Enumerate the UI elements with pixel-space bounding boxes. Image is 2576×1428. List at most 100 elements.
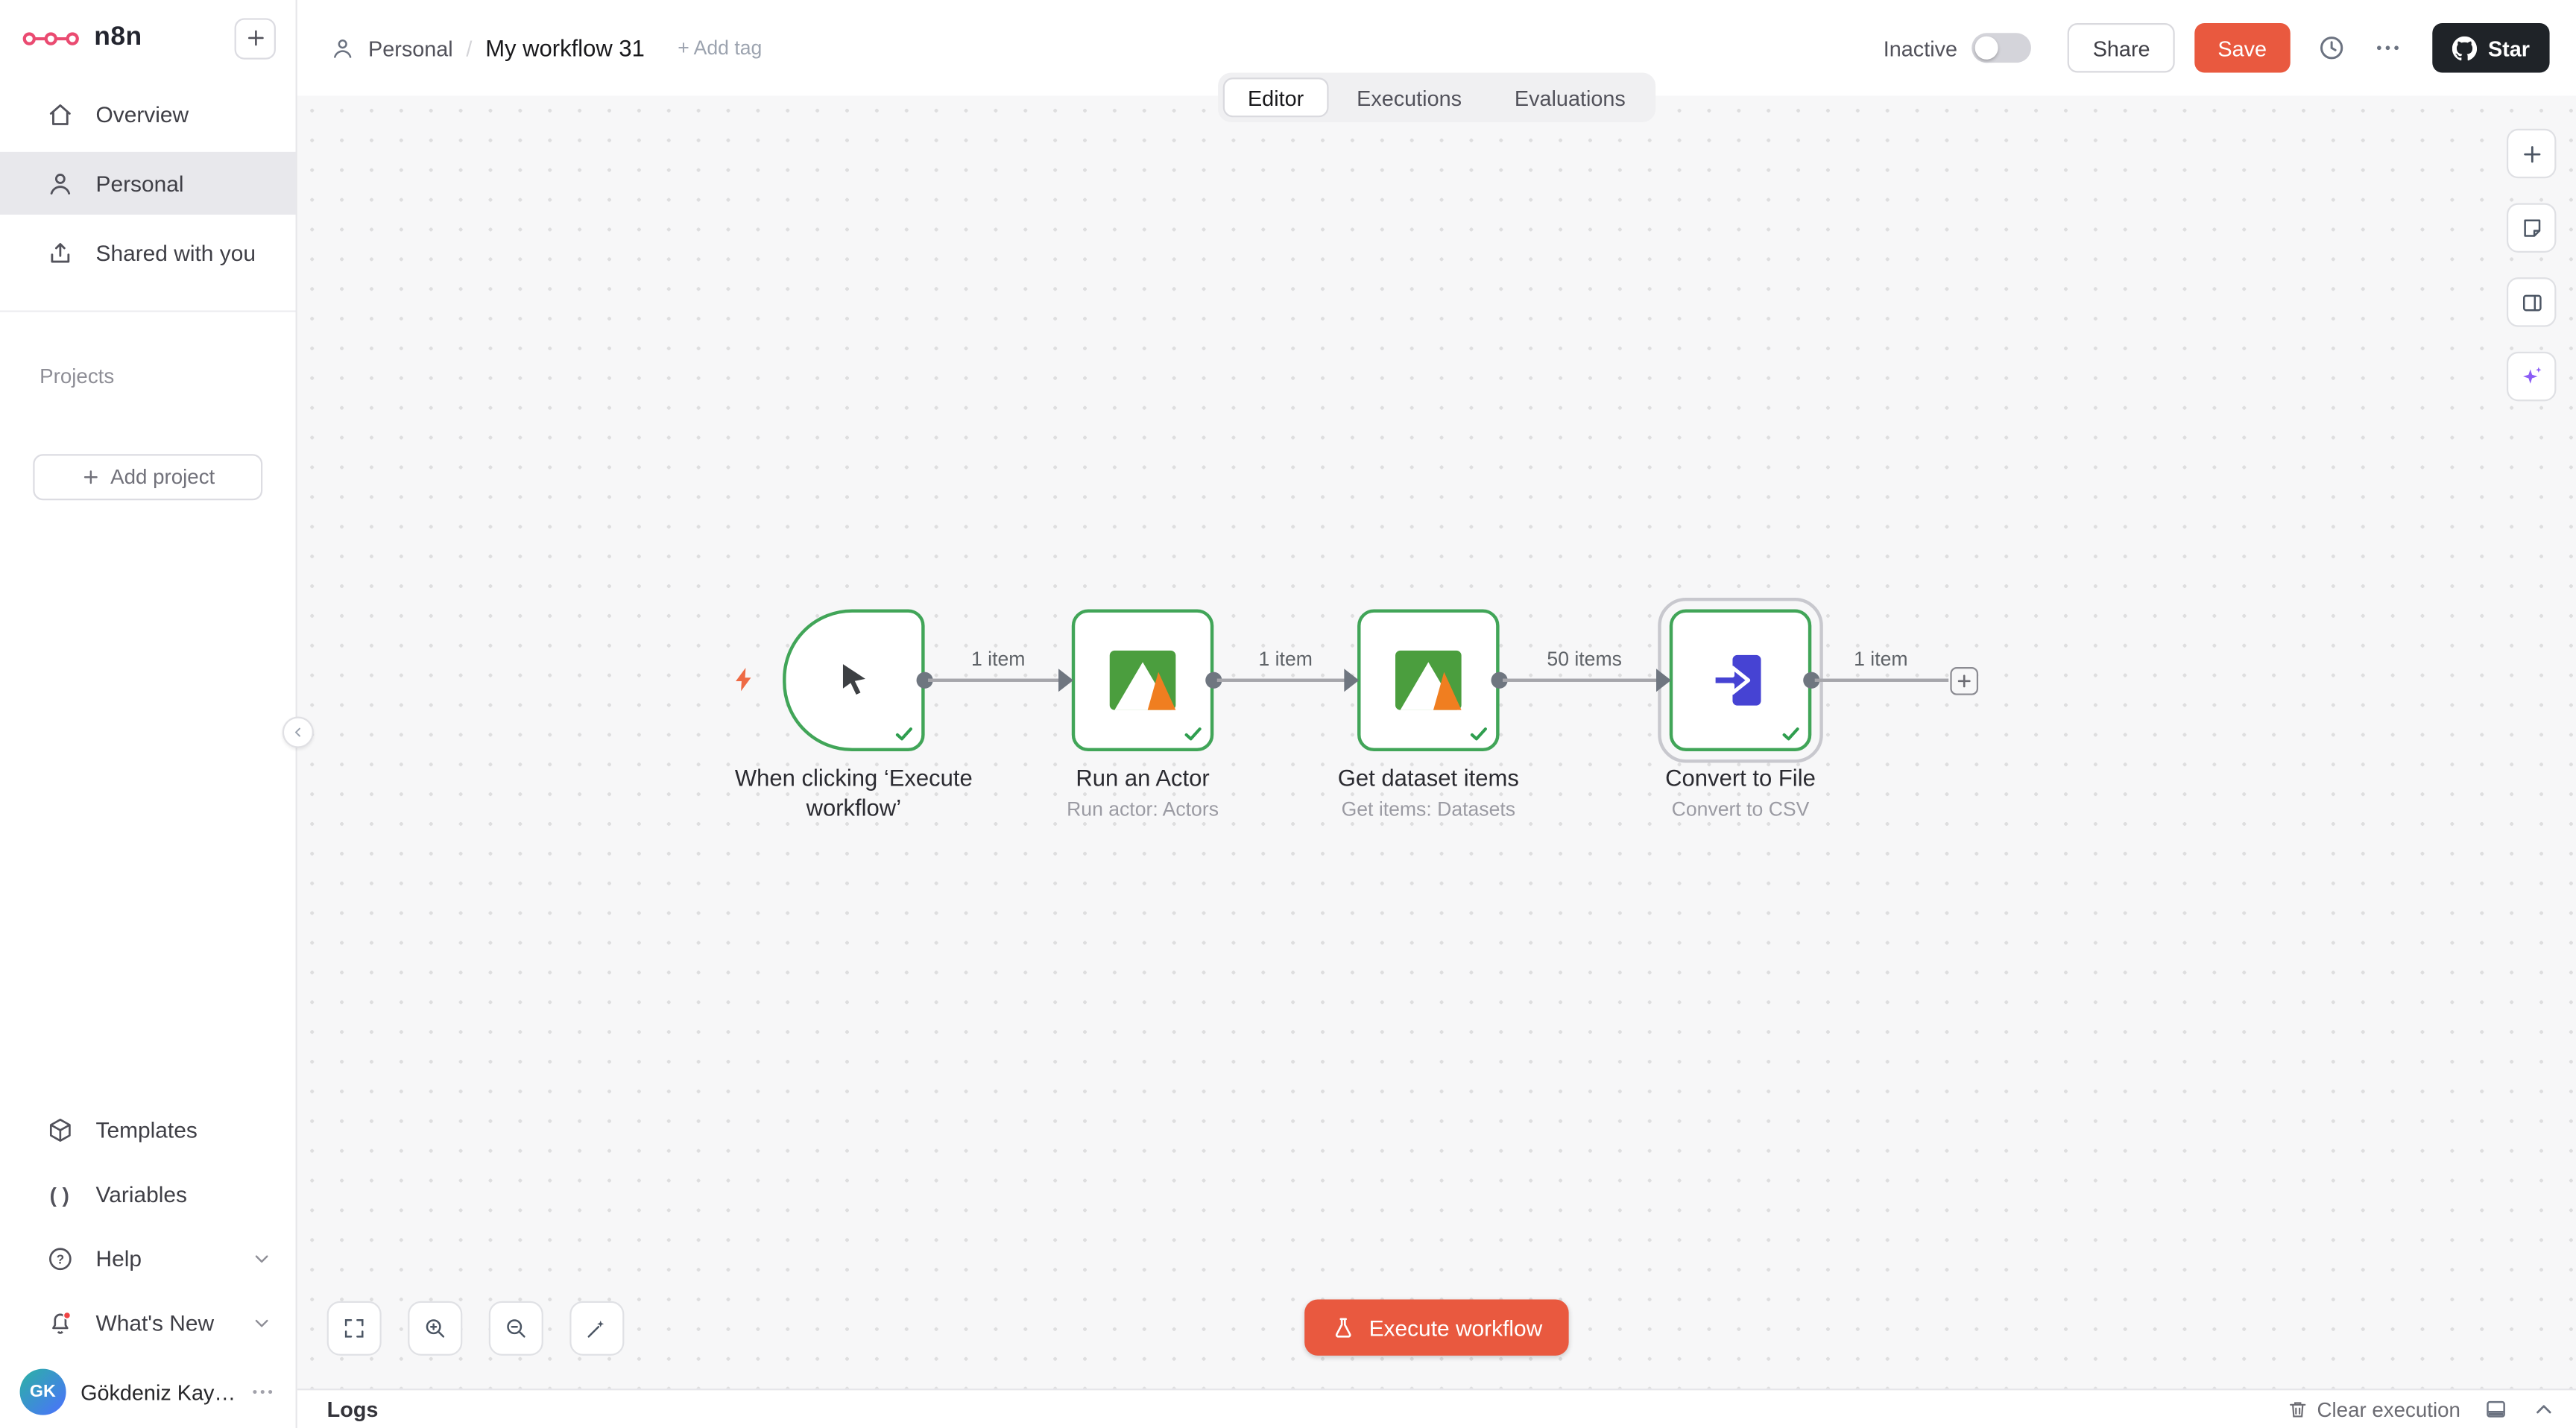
- items-count-label: 1 item: [971, 647, 1026, 671]
- node-title: Run an Actor: [1076, 764, 1210, 792]
- zoom-out-icon: [507, 1319, 525, 1338]
- trash-icon: [2290, 1402, 2306, 1418]
- github-icon: [2452, 35, 2477, 60]
- tab-evaluations[interactable]: Evaluations: [1514, 85, 1626, 110]
- github-star-button[interactable]: Star: [2431, 23, 2550, 73]
- sidebar-bottom-nav: Templates ( ) Variables ? Help What's Ne: [0, 1098, 296, 1428]
- ai-assistant-button[interactable]: [2506, 351, 2557, 402]
- tab-editor[interactable]: Editor: [1222, 78, 1329, 118]
- magic-wand-icon: [587, 1320, 604, 1338]
- node-caption: Run an Actor Run actor: Actors: [978, 763, 1308, 821]
- logs-actions: Clear execution: [2288, 1397, 2557, 1421]
- logs-bar[interactable]: Logs Clear execution: [297, 1388, 2576, 1428]
- zoom-to-fit-button[interactable]: [326, 1301, 382, 1356]
- person-icon: [45, 169, 75, 198]
- workflow-canvas[interactable]: When clicking ‘Execute workflow’ Run an …: [297, 95, 2576, 1389]
- sidebar-item-personal[interactable]: Personal: [0, 151, 296, 215]
- sidebar-divider: [0, 310, 296, 312]
- main-area: Personal / My workflow 31 + Add tag Inac…: [297, 0, 2576, 1428]
- user-menu[interactable]: GK Gökdeniz Kay…: [0, 1356, 296, 1428]
- add-node-button[interactable]: [1950, 667, 1979, 695]
- convert-to-file-icon: [1711, 654, 1761, 706]
- sidebar-item-overview[interactable]: Overview: [0, 83, 296, 145]
- workflow-title[interactable]: My workflow 31: [485, 34, 645, 61]
- sidebar-collapse-button[interactable]: [282, 716, 314, 748]
- apify-icon: [1109, 650, 1176, 710]
- plus-icon: [83, 470, 98, 484]
- svg-text:?: ?: [55, 1252, 63, 1267]
- tab-executions[interactable]: Executions: [1357, 85, 1462, 110]
- projects-section-label: Projects: [40, 364, 115, 388]
- breadcrumb-project[interactable]: Personal: [368, 35, 453, 60]
- notification-dot: [62, 1311, 71, 1320]
- output-dot[interactable]: [916, 672, 933, 689]
- panel-layout-button[interactable]: [2506, 277, 2557, 327]
- zoom-out-button[interactable]: [488, 1301, 543, 1356]
- arrowhead-icon: [1656, 669, 1671, 692]
- topbar-actions: Inactive Share Save Star: [1884, 23, 2550, 73]
- connection[interactable]: 1 item: [916, 647, 1074, 692]
- sidebar-item-templates[interactable]: Templates: [0, 1098, 296, 1162]
- plus-icon: [2523, 145, 2540, 162]
- sidebar-item-whats-new[interactable]: What's New: [0, 1291, 296, 1355]
- connection-line: [1503, 678, 1668, 682]
- more-options-button[interactable]: [2373, 33, 2402, 63]
- brand-name: n8n: [94, 23, 142, 51]
- share-icon: [45, 238, 75, 267]
- sidebar-item-help[interactable]: ? Help: [0, 1227, 296, 1291]
- save-button[interactable]: Save: [2194, 23, 2291, 73]
- n8n-logo[interactable]: n8n: [22, 23, 142, 53]
- ellipsis-icon: [2376, 45, 2399, 51]
- history-button[interactable]: [2317, 33, 2346, 63]
- connection[interactable]: 1 item: [1803, 647, 1950, 689]
- new-workflow-button[interactable]: [234, 17, 276, 59]
- chevron-down-icon: [251, 1312, 273, 1334]
- connection[interactable]: 50 items: [1491, 647, 1671, 692]
- sidebar: n8n Overview Personal: [0, 0, 297, 1428]
- activation-toggle[interactable]: [1972, 33, 2032, 63]
- arrowhead-icon: [1344, 669, 1360, 692]
- zoom-in-button[interactable]: [408, 1301, 463, 1356]
- apify-icon: [1395, 650, 1462, 710]
- clear-execution-button[interactable]: Clear execution: [2288, 1397, 2460, 1421]
- share-button[interactable]: Share: [2068, 23, 2175, 73]
- add-tag-button[interactable]: + Add tag: [678, 36, 763, 60]
- connection-line: [928, 678, 1070, 682]
- add-node-panel-button[interactable]: [2506, 128, 2557, 179]
- bell-icon: [45, 1309, 75, 1338]
- sidebar-item-shared-with-you[interactable]: Shared with you: [0, 221, 296, 284]
- sidebar-item-label: Variables: [95, 1182, 187, 1207]
- fit-view-icon: [344, 1318, 364, 1338]
- plus-icon: [1957, 674, 1971, 688]
- sticky-note-button[interactable]: [2506, 203, 2557, 253]
- flask-icon: [1335, 1317, 1351, 1337]
- node-when-clicking-execute-workflow[interactable]: [783, 609, 925, 752]
- node-subtitle: Convert to CSV: [1671, 797, 1810, 821]
- sidebar-item-label: Shared with you: [95, 240, 256, 265]
- sidebar-item-variables[interactable]: ( ) Variables: [0, 1163, 296, 1227]
- open-logs-panel-button[interactable]: [2484, 1397, 2508, 1421]
- output-dot[interactable]: [1205, 672, 1222, 689]
- tidy-up-button[interactable]: [569, 1301, 625, 1356]
- chevron-left-icon: [294, 727, 300, 737]
- execute-workflow-button[interactable]: Execute workflow: [1304, 1299, 1569, 1356]
- sidebar-header: n8n: [0, 0, 296, 76]
- node-caption: Get dataset items Get items: Datasets: [1263, 763, 1594, 821]
- add-project-button[interactable]: Add project: [33, 454, 263, 501]
- node-caption: When clicking ‘Execute workflow’: [689, 763, 1019, 824]
- node-title: Convert to File: [1665, 764, 1816, 792]
- output-dot[interactable]: [1491, 672, 1508, 689]
- node-convert-to-file[interactable]: [1658, 597, 1823, 763]
- node-run-an-actor[interactable]: [1071, 609, 1214, 752]
- chevron-down-icon: [251, 1248, 273, 1270]
- success-check-icon: [1182, 723, 1204, 745]
- node-subtitle: Get items: Datasets: [1341, 797, 1516, 821]
- sidebar-item-label: Overview: [95, 101, 189, 127]
- user-more-button[interactable]: [250, 1379, 276, 1405]
- box-icon: [45, 1116, 75, 1145]
- node-get-dataset-items[interactable]: [1357, 609, 1500, 752]
- expand-logs-button[interactable]: [2531, 1397, 2556, 1421]
- output-dot[interactable]: [1803, 672, 1820, 689]
- connection[interactable]: 1 item: [1205, 647, 1360, 692]
- sidebar-item-label: What's New: [95, 1311, 215, 1336]
